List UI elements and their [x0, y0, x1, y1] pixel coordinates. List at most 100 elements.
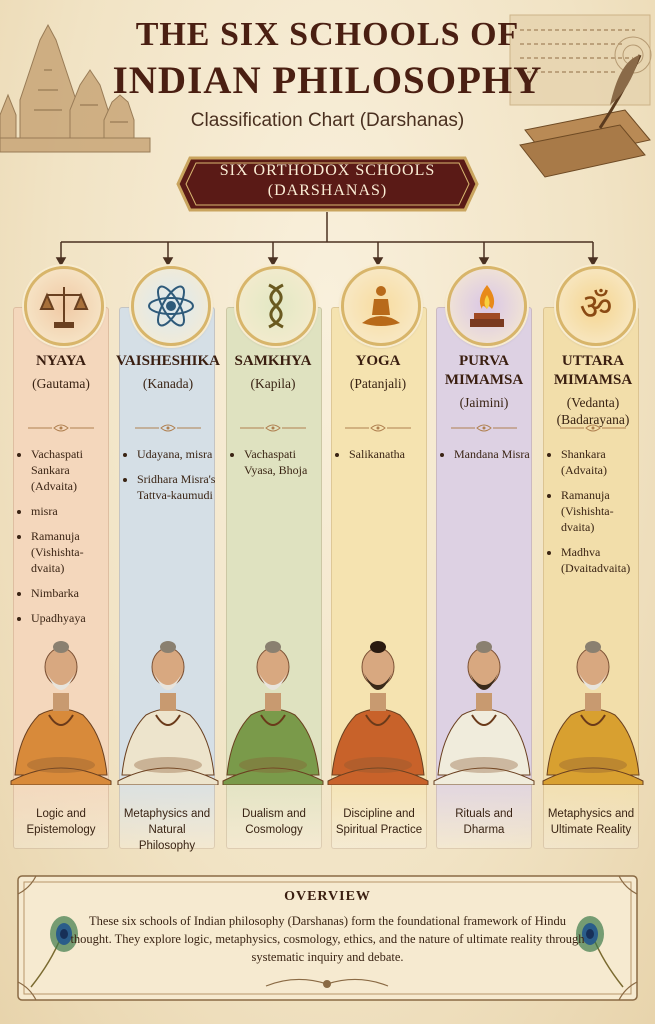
focus-line: Ultimate Reality — [550, 824, 632, 836]
school-founder-line: (Jaimini) — [459, 395, 509, 410]
banner-line2: (DARSHANAS) — [267, 182, 388, 199]
commentator-item: Shankara (Advaita) — [561, 446, 643, 478]
school-medallion — [341, 266, 421, 346]
school-medallion — [131, 266, 211, 346]
connector-lines — [55, 212, 599, 267]
svg-text:ॐ: ॐ — [580, 287, 613, 328]
focus-line: Metaphysics and — [123, 808, 211, 820]
commentator-item: misra — [31, 503, 113, 519]
overview-text: These six schools of Indian philosophy (… — [70, 914, 585, 964]
school-name-line: MIMAMSA — [553, 372, 633, 388]
om-icon: ॐ — [580, 287, 613, 328]
commentators-list: Mandana Misra — [440, 446, 536, 471]
fire-altar-icon — [470, 285, 504, 327]
sage-figure — [222, 641, 324, 785]
focus-line: Metaphysics and — [547, 808, 635, 820]
focus-line: Natural Philosophy — [138, 824, 196, 852]
focus-line: Epistemology — [26, 824, 96, 836]
school-founder: (Patanjali) — [325, 375, 431, 392]
school-name: VAISHESHIKA — [115, 352, 221, 371]
commentator-item: Salikanatha — [349, 446, 431, 462]
commentators-list: Shankara (Advaita) Ramanuja (Vishishta-dv… — [547, 446, 643, 585]
focus-line: Logic and — [36, 808, 86, 820]
school-founder-line: (Patanjali) — [349, 376, 407, 391]
page-title-line2: INDIAN PHILOSOPHY — [112, 59, 543, 102]
school-founder-line: (Kapila) — [250, 376, 296, 391]
school-name-line: PURVA — [458, 353, 510, 369]
sage-figure — [433, 641, 535, 785]
school-medallion — [236, 266, 316, 346]
school-medallion — [447, 266, 527, 346]
divider-ornament — [135, 424, 201, 432]
commentator-item: Ramanuja (Vishishta-dvaita) — [31, 528, 113, 576]
page-title-line1: THE SIX SCHOOLS OF — [135, 16, 520, 53]
commentator-item: Udayana, misra — [137, 446, 219, 462]
scrolls-quill-illustration — [509, 14, 652, 178]
school-name-line: UTTARA — [561, 353, 625, 369]
sage-figure — [10, 641, 112, 785]
school-medallion — [24, 266, 104, 346]
commentator-item: Upadhyaya — [31, 610, 113, 626]
school-founder-line: (Kanada) — [142, 376, 194, 391]
focus-line: Rituals and — [455, 808, 513, 820]
school-name-line: VAISHESHIKA — [116, 353, 220, 369]
temple-illustration — [0, 23, 151, 153]
school-name-line: NYAYA — [35, 353, 87, 369]
intertwined-serpents-icon — [268, 283, 284, 329]
divider-ornament — [240, 424, 306, 432]
school-medallion: ॐ — [556, 266, 636, 346]
school-name: YOGA — [325, 352, 431, 371]
page-subtitle: Classification Chart (Darshanas) — [190, 110, 465, 131]
school-founder: (Kapila) — [220, 375, 326, 392]
sage-figure — [327, 641, 429, 785]
commentator-item: Ramanuja (Vishishta-dvaita) — [561, 487, 643, 535]
banner-line1: SIX ORTHODOX SCHOOLS — [219, 162, 436, 179]
overview-title: OVERVIEW — [284, 889, 371, 904]
sage-figure — [542, 641, 644, 785]
focus-line: Spiritual Practice — [335, 824, 423, 836]
school-founder-line: (Badarayana) — [556, 412, 630, 427]
commentators-list: Salikanatha — [335, 446, 431, 471]
peacock-feather-right-icon — [576, 916, 624, 988]
divider-ornament — [451, 424, 517, 432]
commentators-list: Udayana, misraSridhara Misra's Tattva-ka… — [123, 446, 219, 512]
school-name-line: SAMKHYA — [234, 353, 312, 369]
commentators-list: Vachaspati Sankara (Advaita) misraRamanuj… — [17, 446, 113, 635]
banner-frame — [176, 156, 479, 212]
school-founder-line: (Vedanta) — [566, 395, 620, 410]
commentator-item: Nimbarka — [31, 585, 113, 601]
school-founder: (Vedanta) (Badarayana) — [540, 394, 646, 428]
commentator-item: Madhva (Dvaitadvaita) — [561, 544, 643, 576]
school-name: NYAYA — [8, 352, 114, 371]
school-name-line: YOGA — [355, 353, 401, 369]
focus-line: Dualism and — [242, 808, 306, 820]
school-name: UTTARA MIMAMSA — [540, 352, 646, 390]
scales-icon — [39, 287, 89, 328]
school-name: SAMKHYA — [220, 352, 326, 371]
commentator-item: Vachaspati Sankara (Advaita) — [31, 446, 113, 494]
atom-icon — [148, 285, 194, 327]
commentator-item: Sridhara Misra's Tattva-kaumudi — [137, 471, 219, 503]
commentator-item: Mandana Misra — [454, 446, 536, 462]
focus-line: Cosmology — [245, 824, 303, 836]
school-name-line: MIMAMSA — [444, 372, 524, 388]
overview-frame — [17, 875, 638, 1001]
commentators-list: Vachaspati Vyasa, Bhoja — [230, 446, 326, 487]
peacock-feather-left-icon — [30, 916, 78, 988]
focus-line: Dharma — [463, 824, 505, 836]
school-name: PURVA MIMAMSA — [431, 352, 537, 390]
divider-ornament — [345, 424, 411, 432]
divider-ornament — [28, 424, 94, 432]
meditating-figure-icon — [362, 286, 400, 326]
commentator-item: Vachaspati Vyasa, Bhoja — [244, 446, 326, 478]
focus-line: Discipline and — [343, 808, 415, 820]
school-founder: (Jaimini) — [431, 394, 537, 411]
school-founder-line: (Gautama) — [32, 376, 90, 391]
school-founder: (Kanada) — [115, 375, 221, 392]
